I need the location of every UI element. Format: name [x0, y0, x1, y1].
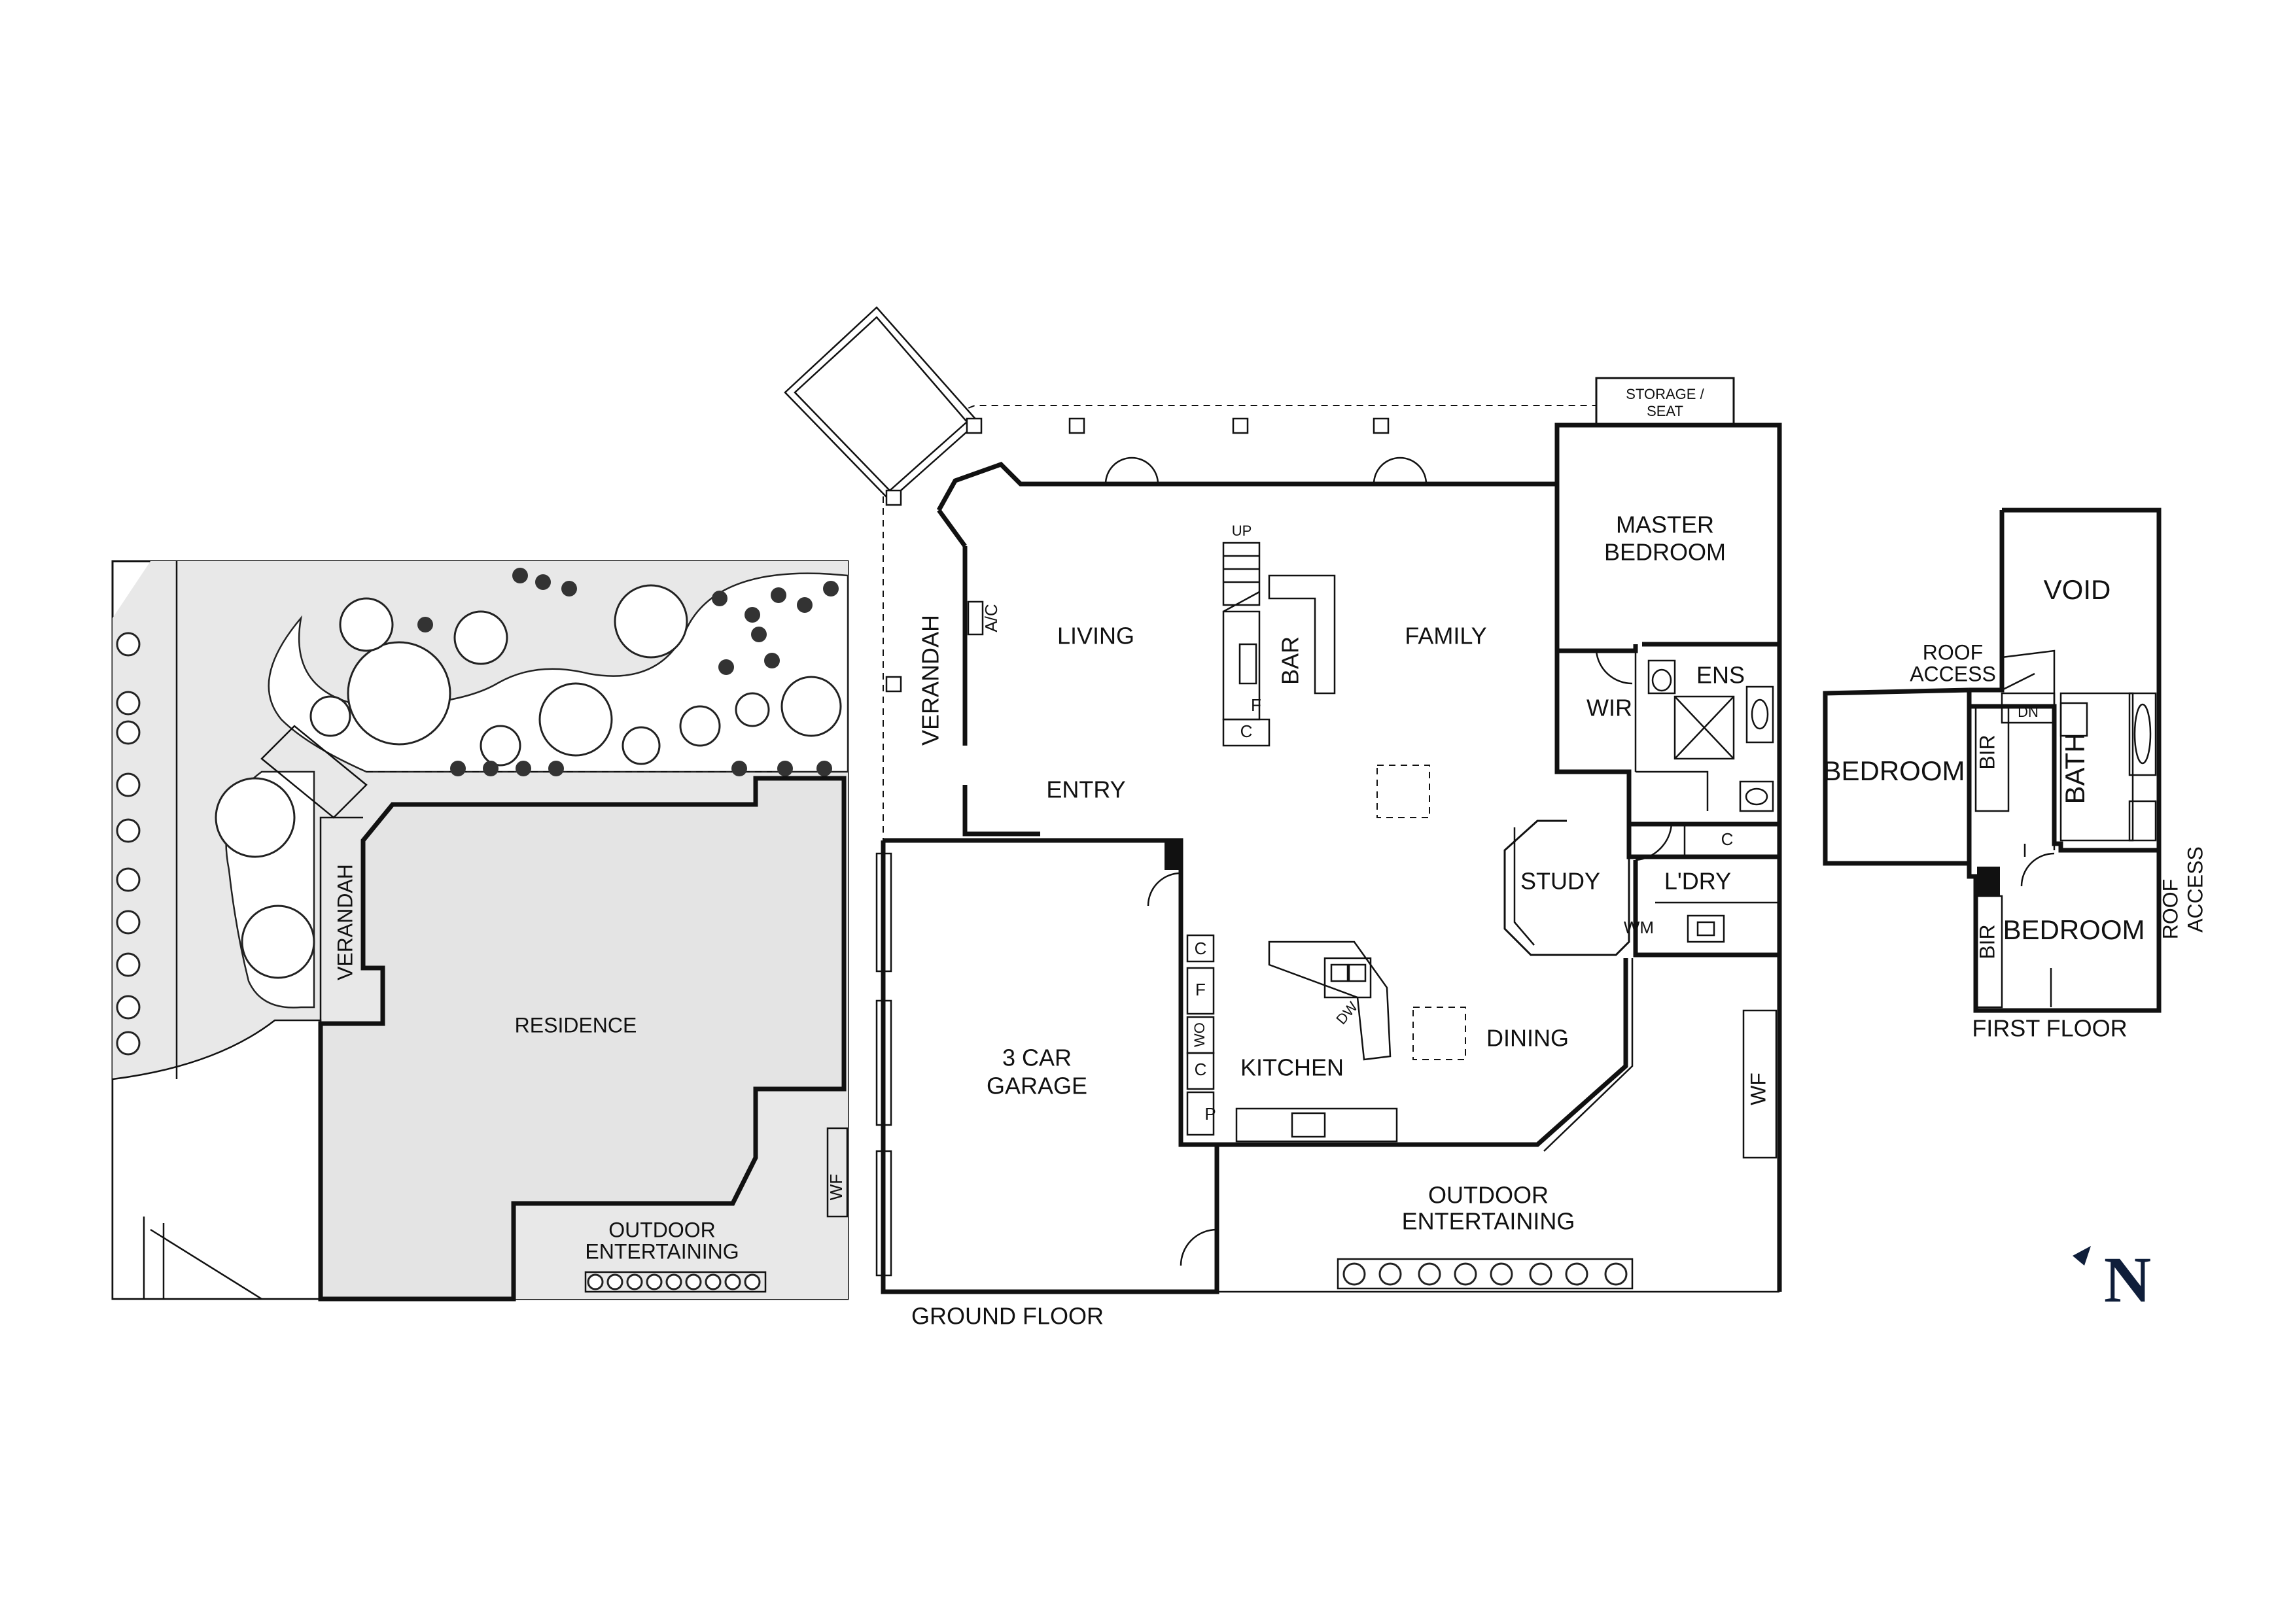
kitchen-cupboard-label: C [1195, 939, 1207, 958]
bir-label-2: BIR [1975, 924, 1999, 959]
verandah-label: VERANDAH [917, 615, 944, 746]
master-bedroom-label-1: MASTER [1616, 511, 1714, 538]
north-label: N [2104, 1243, 2151, 1316]
laundry-label: L'DRY [1664, 868, 1731, 895]
master-bedroom-label-2: BEDROOM [1604, 539, 1726, 566]
ac-label: A/C [981, 604, 1001, 632]
site-verandah-label: VERANDAH [333, 864, 357, 980]
storage-seat-label-1: STORAGE / [1626, 386, 1704, 402]
wm-label: WM [1624, 918, 1654, 937]
storage-seat-label-2: SEAT [1647, 403, 1683, 419]
ens-label: ENS [1696, 662, 1745, 689]
stair-up-label: UP [1232, 523, 1252, 539]
pantry-label: P [1204, 1104, 1216, 1124]
ground-floor: STORAGE / SEAT MASTER BEDROOM LIVING FAM… [784, 306, 1782, 1330]
outdoor-entertaining-label-2: ENTERTAINING [1402, 1208, 1575, 1235]
first-floor-title: FIRST FLOOR [1972, 1015, 2127, 1042]
stair-down-label: DN [2018, 704, 2039, 720]
tree-canopies [215, 584, 842, 979]
garage-label-2: GARAGE [987, 1073, 1087, 1099]
site-outdoor-label-2: ENTERTAINING [585, 1239, 739, 1263]
driveway [111, 1019, 322, 1300]
bath-label: BATH [2059, 733, 2090, 804]
outdoor-entertaining-label-1: OUTDOOR [1428, 1182, 1549, 1209]
second-bedroom-label: BEDROOM [2003, 914, 2145, 945]
study-bay [1503, 820, 1630, 956]
kitchen-fridge-label: F [1195, 980, 1206, 999]
north-arrow-icon [2073, 1246, 2091, 1266]
roof-access-label-1: ROOF [1923, 640, 1983, 664]
first-bedroom-label: BEDROOM [1823, 755, 1965, 786]
kitchen-label: KITCHEN [1240, 1054, 1344, 1081]
study-label: STUDY [1520, 868, 1600, 895]
family-label: FAMILY [1405, 623, 1486, 649]
ground-wf-label: WF [1746, 1073, 1770, 1105]
verandah-posts [885, 417, 1390, 693]
outdoor-planters [1342, 1262, 1628, 1286]
dishwasher-label: DW [1333, 999, 1361, 1028]
entry-label: ENTRY [1046, 776, 1125, 803]
site-outdoor-label-1: OUTDOOR [608, 1218, 716, 1241]
boundary-hedge [116, 632, 141, 1056]
wall-oven-label: WO [1191, 1022, 1208, 1047]
garage-label-1: 3 CAR [1002, 1045, 1072, 1071]
roof-access-east-label-2: ACCESS [2183, 846, 2207, 933]
site-wf-label: WF [826, 1174, 846, 1200]
bir-label-1: BIR [1975, 734, 1999, 769]
dining-label: DINING [1486, 1025, 1569, 1052]
wir-label: WIR [1586, 695, 1632, 721]
ground-floor-title: GROUND FLOOR [911, 1303, 1104, 1330]
linen-cupboard-label: C [1721, 829, 1734, 849]
kitchen-cupboard-2-label: C [1195, 1060, 1207, 1079]
roof-access-east-label-1: ROOF [2158, 879, 2182, 939]
pergola [784, 306, 979, 502]
bar-cupboard-label: C [1240, 721, 1253, 741]
outdoor-hedge [587, 1273, 761, 1290]
shrubs [417, 568, 839, 776]
residence-footprint [318, 776, 847, 1302]
north-compass: N [2073, 1243, 2151, 1316]
bar-label: BAR [1277, 636, 1304, 685]
roof-access-label-2: ACCESS [1910, 662, 1996, 685]
living-label: LIVING [1057, 623, 1134, 649]
site-residence-label: RESIDENCE [515, 1013, 637, 1037]
first-floor: VOID ROOF ACCESS DN BEDROOM BIR BATH BED… [1823, 508, 2207, 1042]
bar-fridge-label: F [1251, 695, 1261, 715]
storage-seat [1595, 377, 1735, 425]
site-plan: RESIDENCE VERANDAH OUTDOOR ENTERTAINING … [111, 560, 849, 1302]
void-label: VOID [2044, 574, 2111, 605]
